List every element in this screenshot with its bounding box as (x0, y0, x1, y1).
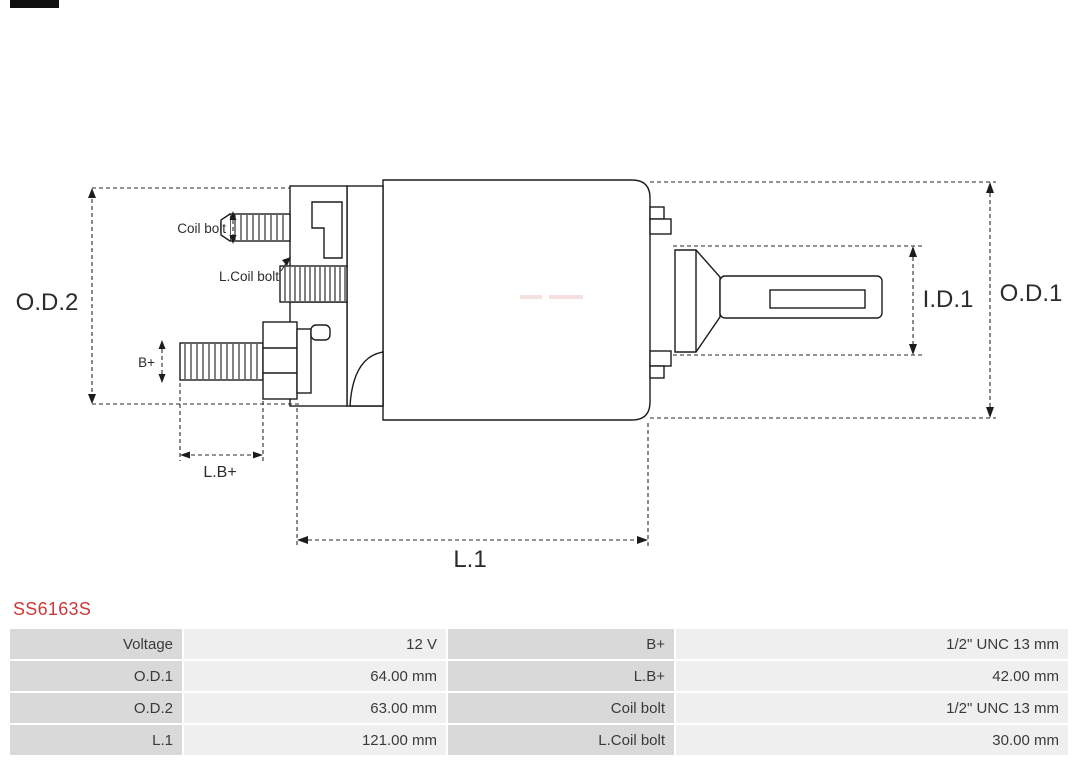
spec-row: L.1 121.00 mm L.Coil bolt 30.00 mm (10, 725, 1068, 755)
spec-value-l-coil-bolt: 30.00 mm (676, 725, 1068, 755)
spec-row: O.D.2 63.00 mm Coil bolt 1/2" UNC 13 mm (10, 693, 1068, 723)
logo-bar (10, 0, 59, 8)
flange-cap (310, 324, 331, 341)
body-ear-bottom (649, 350, 672, 367)
dim-label-lb-plus: L.B+ (203, 464, 236, 481)
dimension-arrows (88, 182, 994, 544)
dim-label-id1: I.D.1 (923, 286, 974, 313)
coil-bolt-bushing (279, 265, 348, 303)
flange-arc (349, 351, 384, 407)
b-plus-washer (296, 328, 312, 394)
dim-label-od1: O.D.1 (1000, 280, 1063, 307)
thread-hatching (184, 215, 346, 379)
solenoid-outline (179, 179, 883, 421)
dim-label-b-plus: B+ (138, 355, 155, 370)
dim-label-od2: O.D.2 (16, 289, 79, 316)
spec-value-l1: 121.00 mm (184, 725, 446, 755)
spec-label-l1: L.1 (10, 725, 182, 755)
dimension-labels: O.D.2 O.D.1 I.D.1 L.1 L.B+ Coil bolt L.C… (16, 221, 1063, 573)
body-ear-top (649, 206, 665, 220)
b-plus-nut (262, 321, 298, 400)
spec-value-od1: 64.00 mm (184, 661, 446, 691)
coil-bolt-tip (220, 213, 231, 242)
spec-value-od2: 63.00 mm (184, 693, 446, 723)
spec-value-b-plus: 1/2" UNC 13 mm (676, 629, 1068, 659)
spec-label-l-coil-bolt: L.Coil bolt (448, 725, 674, 755)
part-number: SS6163S (13, 599, 92, 619)
spec-label-od1: O.D.1 (10, 661, 182, 691)
flange-step (311, 201, 343, 259)
solenoid-body (382, 179, 651, 421)
spec-label-od2: O.D.2 (10, 693, 182, 723)
plunger-cone (674, 249, 721, 353)
plunger-fork-slot (769, 289, 866, 309)
spec-value-voltage: 12 V (184, 629, 446, 659)
spec-table: Voltage 12 V B+ 1/2" UNC 13 mm O.D.1 64.… (8, 627, 1070, 757)
dim-label-l-coil-bolt: L.Coil bolt (219, 269, 279, 284)
dimension-lines (91, 181, 996, 546)
spec-label-coil-bolt: Coil bolt (448, 693, 674, 723)
dim-label-l1: L.1 (453, 546, 486, 573)
spec-row: Voltage 12 V B+ 1/2" UNC 13 mm (10, 629, 1068, 659)
dim-label-coil-bolt: Coil bolt (177, 221, 226, 236)
coil-bolt-stud (229, 213, 291, 242)
spec-value-lb-plus: 42.00 mm (676, 661, 1068, 691)
solenoid-diagram: O.D.2 O.D.1 I.D.1 L.1 L.B+ Coil bolt L.C… (16, 179, 1063, 573)
spec-label-voltage: Voltage (10, 629, 182, 659)
spec-row: O.D.1 64.00 mm L.B+ 42.00 mm (10, 661, 1068, 691)
spec-label-lb-plus: L.B+ (448, 661, 674, 691)
spec-value-coil-bolt: 1/2" UNC 13 mm (676, 693, 1068, 723)
spec-label-b-plus: B+ (448, 629, 674, 659)
